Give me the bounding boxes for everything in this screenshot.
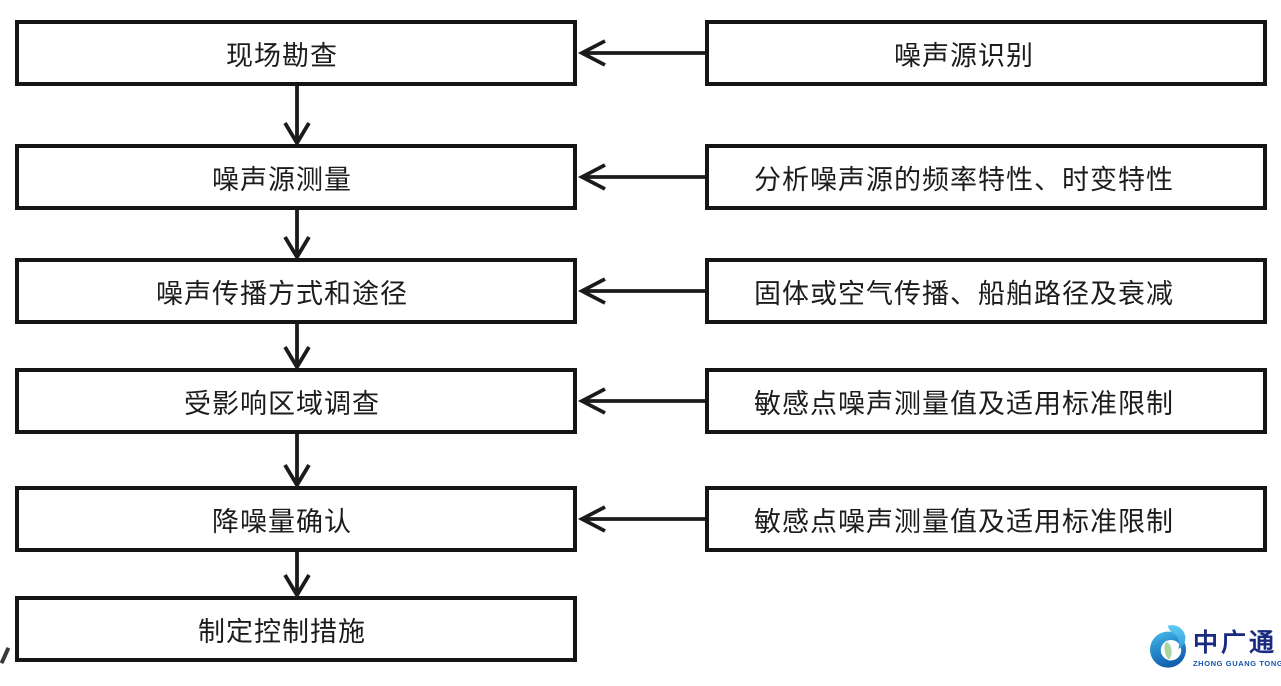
arrow-down-5	[283, 552, 311, 599]
flow-step-affected-area-survey: 受影响区域调查	[15, 368, 577, 434]
flow-step-control-measures-label: 制定控制措施	[198, 616, 366, 647]
flow-note-frequency-analysis: 分析噪声源的频率特性、时变特性	[705, 144, 1267, 210]
arrow-left-4	[577, 387, 705, 415]
flow-note-sensitive-point-limit-1-label: 敏感点噪声测量值及适用标准限制	[754, 388, 1174, 419]
flow-note-propagation-path: 固体或空气传播、船舶路径及衰减	[705, 258, 1267, 324]
flow-step-propagation-mode-label: 噪声传播方式和途径	[156, 278, 408, 309]
brand-logo: 中广通 ZHONG GUANG TONG	[1150, 624, 1281, 674]
flow-step-propagation-mode: 噪声传播方式和途径	[15, 258, 577, 324]
arrow-down-1	[283, 86, 311, 147]
flow-step-control-measures: 制定控制措施	[15, 596, 577, 662]
arrow-down-3	[283, 324, 311, 371]
flow-step-noise-source-measurement: 噪声源测量	[15, 144, 577, 210]
flow-step-affected-area-survey-label: 受影响区域调查	[184, 388, 380, 419]
flow-step-noise-reduction-confirm: 降噪量确认	[15, 486, 577, 552]
logo-subtitle: ZHONG GUANG TONG	[1193, 658, 1281, 668]
flow-note-sensitive-point-limit-1: 敏感点噪声测量值及适用标准限制	[705, 368, 1267, 434]
arrow-left-3	[577, 277, 705, 305]
flow-note-sensitive-point-limit-2-label: 敏感点噪声测量值及适用标准限制	[754, 506, 1174, 537]
flow-note-sensitive-point-limit-2: 敏感点噪声测量值及适用标准限制	[705, 486, 1267, 552]
flow-step-noise-source-measurement-label: 噪声源测量	[212, 164, 352, 195]
logo-icon	[1150, 625, 1186, 668]
flow-step-site-survey: 现场勘查	[15, 20, 577, 86]
logo-name: 中广通	[1193, 629, 1278, 658]
logo-text: 中广通 ZHONG GUANG TONG	[1193, 629, 1281, 668]
flow-note-source-identification: 噪声源识别	[705, 20, 1267, 86]
flow-step-site-survey-label: 现场勘查	[226, 40, 338, 71]
arrow-left-2	[577, 163, 705, 191]
flow-step-noise-reduction-confirm-label: 降噪量确认	[212, 506, 352, 537]
flow-note-source-identification-label: 噪声源识别	[894, 40, 1034, 71]
arrow-left-5	[577, 505, 705, 533]
scan-artifact	[0, 646, 11, 665]
arrow-left-1	[577, 39, 705, 67]
arrow-down-2	[283, 210, 311, 261]
arrow-down-4	[283, 434, 311, 489]
flow-note-propagation-path-label: 固体或空气传播、船舶路径及衰减	[754, 278, 1174, 309]
flow-note-frequency-analysis-label: 分析噪声源的频率特性、时变特性	[754, 164, 1174, 195]
